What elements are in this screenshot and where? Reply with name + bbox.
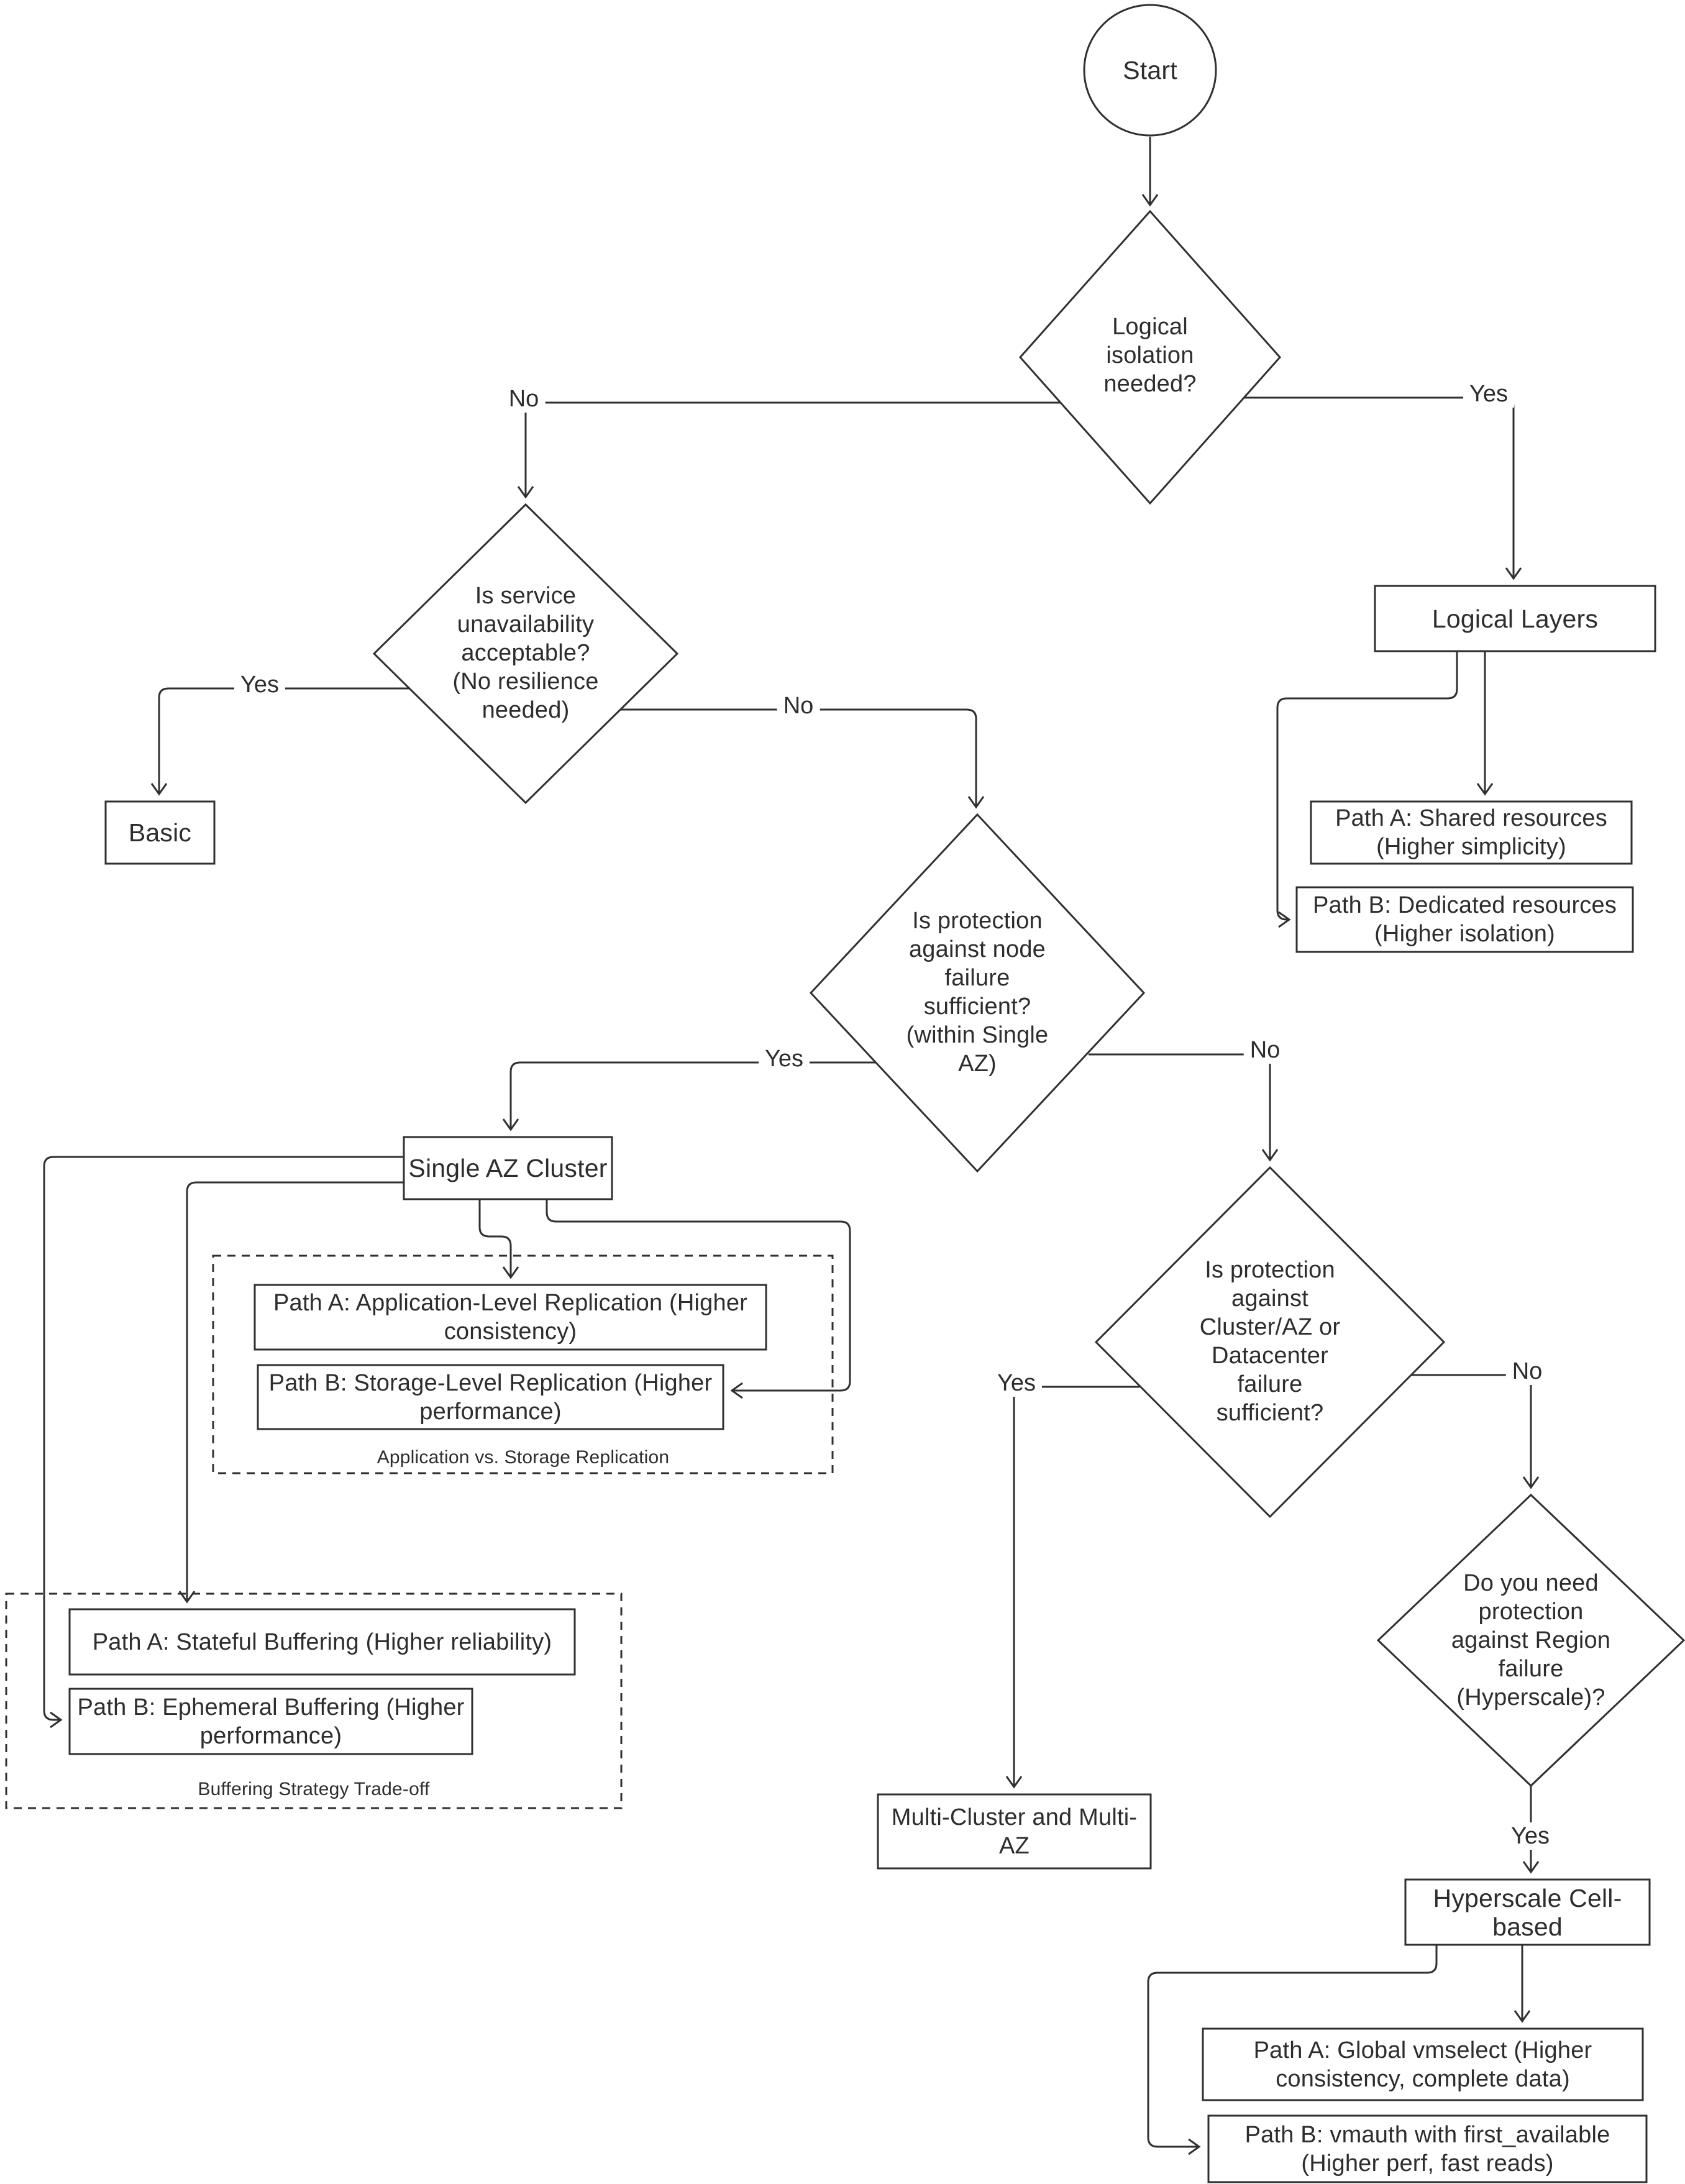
edge-label-d2-no: No — [777, 692, 820, 720]
edge-d1-yes — [1238, 396, 1522, 580]
buffering-group-caption: Buffering Strategy Trade-off — [198, 1779, 430, 1799]
path-a-global-vmselect-label: Path A: Global vmselect (Higher consiste… — [1253, 2037, 1592, 2092]
single-az-cluster-label: Single AZ Cluster — [408, 1154, 608, 1182]
single-az-cluster-node — [403, 1136, 613, 1200]
edge-d4-yes — [1005, 1386, 1139, 1789]
path-a-shared-node — [1310, 800, 1633, 865]
decision-cluster-az-failure-label: Is protection against Cluster/AZ or Data… — [1199, 1257, 1341, 1426]
path-a-shared-label: Path A: Shared resources (Higher simplic… — [1335, 805, 1607, 860]
edge-label-d2-yes: Yes — [234, 671, 285, 698]
multi-cluster-node — [877, 1793, 1152, 1870]
path-a-stateful-buffering-node — [68, 1608, 576, 1676]
path-a-global-vmselect-node — [1202, 2027, 1644, 2101]
path-b-ephemeral-buffering-label: Path B: Ephemeral Buffering (Higher perf… — [77, 1694, 465, 1749]
edge-single-az-to-path-b-ephemeral — [43, 1156, 404, 1729]
edge-label-d5-yes: Yes — [1505, 1822, 1556, 1850]
edge-single-az-to-path-a-app — [478, 1199, 519, 1279]
edge-d1-no — [517, 401, 1062, 499]
basic-label: Basic — [128, 818, 192, 847]
path-a-application-replication-label: Path A: Application-Level Replication (H… — [273, 1290, 748, 1345]
edge-label-d4-no: No — [1505, 1358, 1549, 1385]
edge-d3-no — [1089, 1053, 1279, 1162]
basic-node — [104, 800, 216, 865]
edge-label-d4-yes: Yes — [991, 1369, 1042, 1397]
path-a-application-replication-node — [253, 1284, 767, 1351]
decision-region-failure-diamond — [1376, 1493, 1685, 1788]
path-b-vmauth-label: Path B: vmauth with first_available (Hig… — [1244, 2121, 1610, 2177]
edge-label-d1-yes: Yes — [1463, 380, 1514, 408]
multi-cluster-label: Multi-Cluster and Multi- AZ — [891, 1804, 1138, 1859]
edge-single-az-to-path-b-storage — [546, 1199, 851, 1399]
edge-d3-yes — [502, 1061, 876, 1131]
decision-region-failure-label: Do you need protection against Region fa… — [1451, 1570, 1611, 1711]
start-circle — [1083, 4, 1217, 137]
logical-layers-label: Logical Layers — [1432, 604, 1599, 633]
decision-logical-isolation-diamond — [1018, 209, 1282, 505]
logical-layers-node — [1374, 585, 1656, 652]
path-b-dedicated-label: Path B: Dedicated resources (Higher isol… — [1312, 892, 1617, 947]
decision-cluster-az-failure-diamond — [1094, 1166, 1446, 1519]
edge-d2-no — [619, 708, 985, 809]
decision-logical-isolation-label: Logical isolation needed? — [1103, 314, 1197, 397]
path-b-dedicated-node — [1295, 886, 1634, 953]
edge-label-d1-no: No — [502, 385, 546, 413]
path-b-storage-replication-node — [257, 1364, 724, 1430]
group-replication-tradeoff — [212, 1254, 834, 1474]
edge-label-d3-no: No — [1243, 1036, 1287, 1064]
replication-group-caption: Application vs. Storage Replication — [377, 1447, 670, 1468]
hyperscale-label: Hyperscale Cell-based — [1433, 1883, 1622, 1941]
group-buffering-tradeoff — [5, 1592, 623, 1809]
path-b-storage-replication-label: Path B: Storage-Level Replication (Highe… — [268, 1369, 713, 1425]
decision-node-failure-label: Is protection against node failure suffi… — [906, 908, 1049, 1077]
hyperscale-node — [1404, 1878, 1651, 1946]
edge-logical-layers-to-path-b-dedicated — [1276, 651, 1458, 928]
decision-service-unavailability-label: Is service unavailability acceptable? (N… — [452, 583, 599, 723]
edge-label-d3-yes: Yes — [759, 1045, 810, 1072]
edge-single-az-to-path-a-stateful — [178, 1181, 404, 1604]
start-label: Start — [1123, 56, 1177, 85]
path-a-stateful-buffering-label: Path A: Stateful Buffering (Higher relia… — [92, 1629, 552, 1655]
edge-d4-no — [1412, 1374, 1540, 1489]
decision-node-failure-diamond — [809, 813, 1146, 1173]
decision-service-unavailability-diamond — [372, 503, 679, 805]
edge-d2-yes — [150, 687, 410, 796]
edge-hyperscale-to-path-b-vmauth — [1147, 1945, 1438, 2155]
path-b-ephemeral-buffering-node — [68, 1688, 473, 1755]
path-b-vmauth-node — [1207, 2114, 1648, 2183]
